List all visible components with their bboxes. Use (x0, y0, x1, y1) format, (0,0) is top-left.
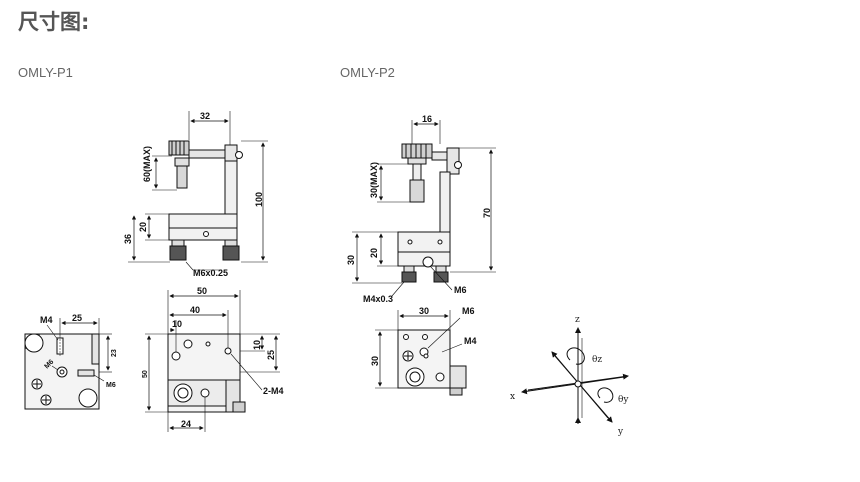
p1-front-m6-a: M6 (43, 359, 55, 371)
p1-front-view (24, 318, 112, 410)
p1-top-dim-10b: 10 (252, 340, 262, 350)
p2-thread-label: M4x0.3 (363, 294, 393, 304)
page-title: 尺寸图: (18, 10, 90, 34)
p1-side-view (128, 111, 268, 271)
model-label-p2: OMLY-P2 (340, 65, 395, 80)
axis-x-label: x (510, 392, 515, 402)
p2-top-m6: M6 (462, 306, 475, 316)
p2-top-view (375, 310, 467, 396)
axis-z-label: z (575, 315, 580, 325)
p1-top-view (145, 290, 280, 432)
axis-diagram (521, 327, 629, 424)
p1-dim-32: 32 (200, 111, 210, 121)
p1-front-m6-b: M6 (106, 382, 116, 389)
p1-front-dim-23: 23 (111, 349, 118, 357)
p2-dim-30max: 30(MAX) (369, 162, 379, 198)
p1-front-dim-25: 25 (72, 313, 82, 323)
p2-dim-70: 70 (482, 208, 492, 218)
p1-thread-label: M6x0.25 (193, 268, 228, 278)
p2-dim-20: 20 (369, 248, 379, 258)
axis-theta-y-label: θy (618, 395, 629, 405)
p1-top-dim-50: 50 (197, 286, 207, 296)
p2-dim-30: 30 (346, 255, 356, 265)
axis-y-label: y (617, 427, 624, 437)
p1-top-dim-24: 24 (181, 419, 191, 429)
model-label-p1: OMLY-P1 (18, 65, 73, 80)
p2-dim-16: 16 (422, 114, 432, 124)
p1-top-holes: 2-M4 (263, 386, 284, 396)
p1-dim-60max: 60(MAX) (142, 146, 152, 182)
p1-dim-20: 20 (138, 222, 148, 232)
p1-top-dim-10a: 10 (172, 319, 182, 329)
p1-dim-100: 100 (254, 192, 264, 207)
p1-dim-36: 36 (123, 234, 133, 244)
p2-top-dim-30v: 30 (370, 356, 380, 366)
p1-top-dim-40: 40 (190, 305, 200, 315)
p1-front-m4: M4 (40, 315, 53, 325)
p2-side-view (352, 120, 496, 297)
p1-top-dim-25: 25 (266, 350, 276, 360)
p2-m6-label: M6 (454, 285, 467, 295)
p2-top-dim-30h: 30 (419, 306, 429, 316)
p2-top-m4: M4 (464, 336, 477, 346)
axis-theta-z-label: θz (592, 355, 602, 365)
p1-top-dim-50v: 50 (142, 370, 149, 378)
